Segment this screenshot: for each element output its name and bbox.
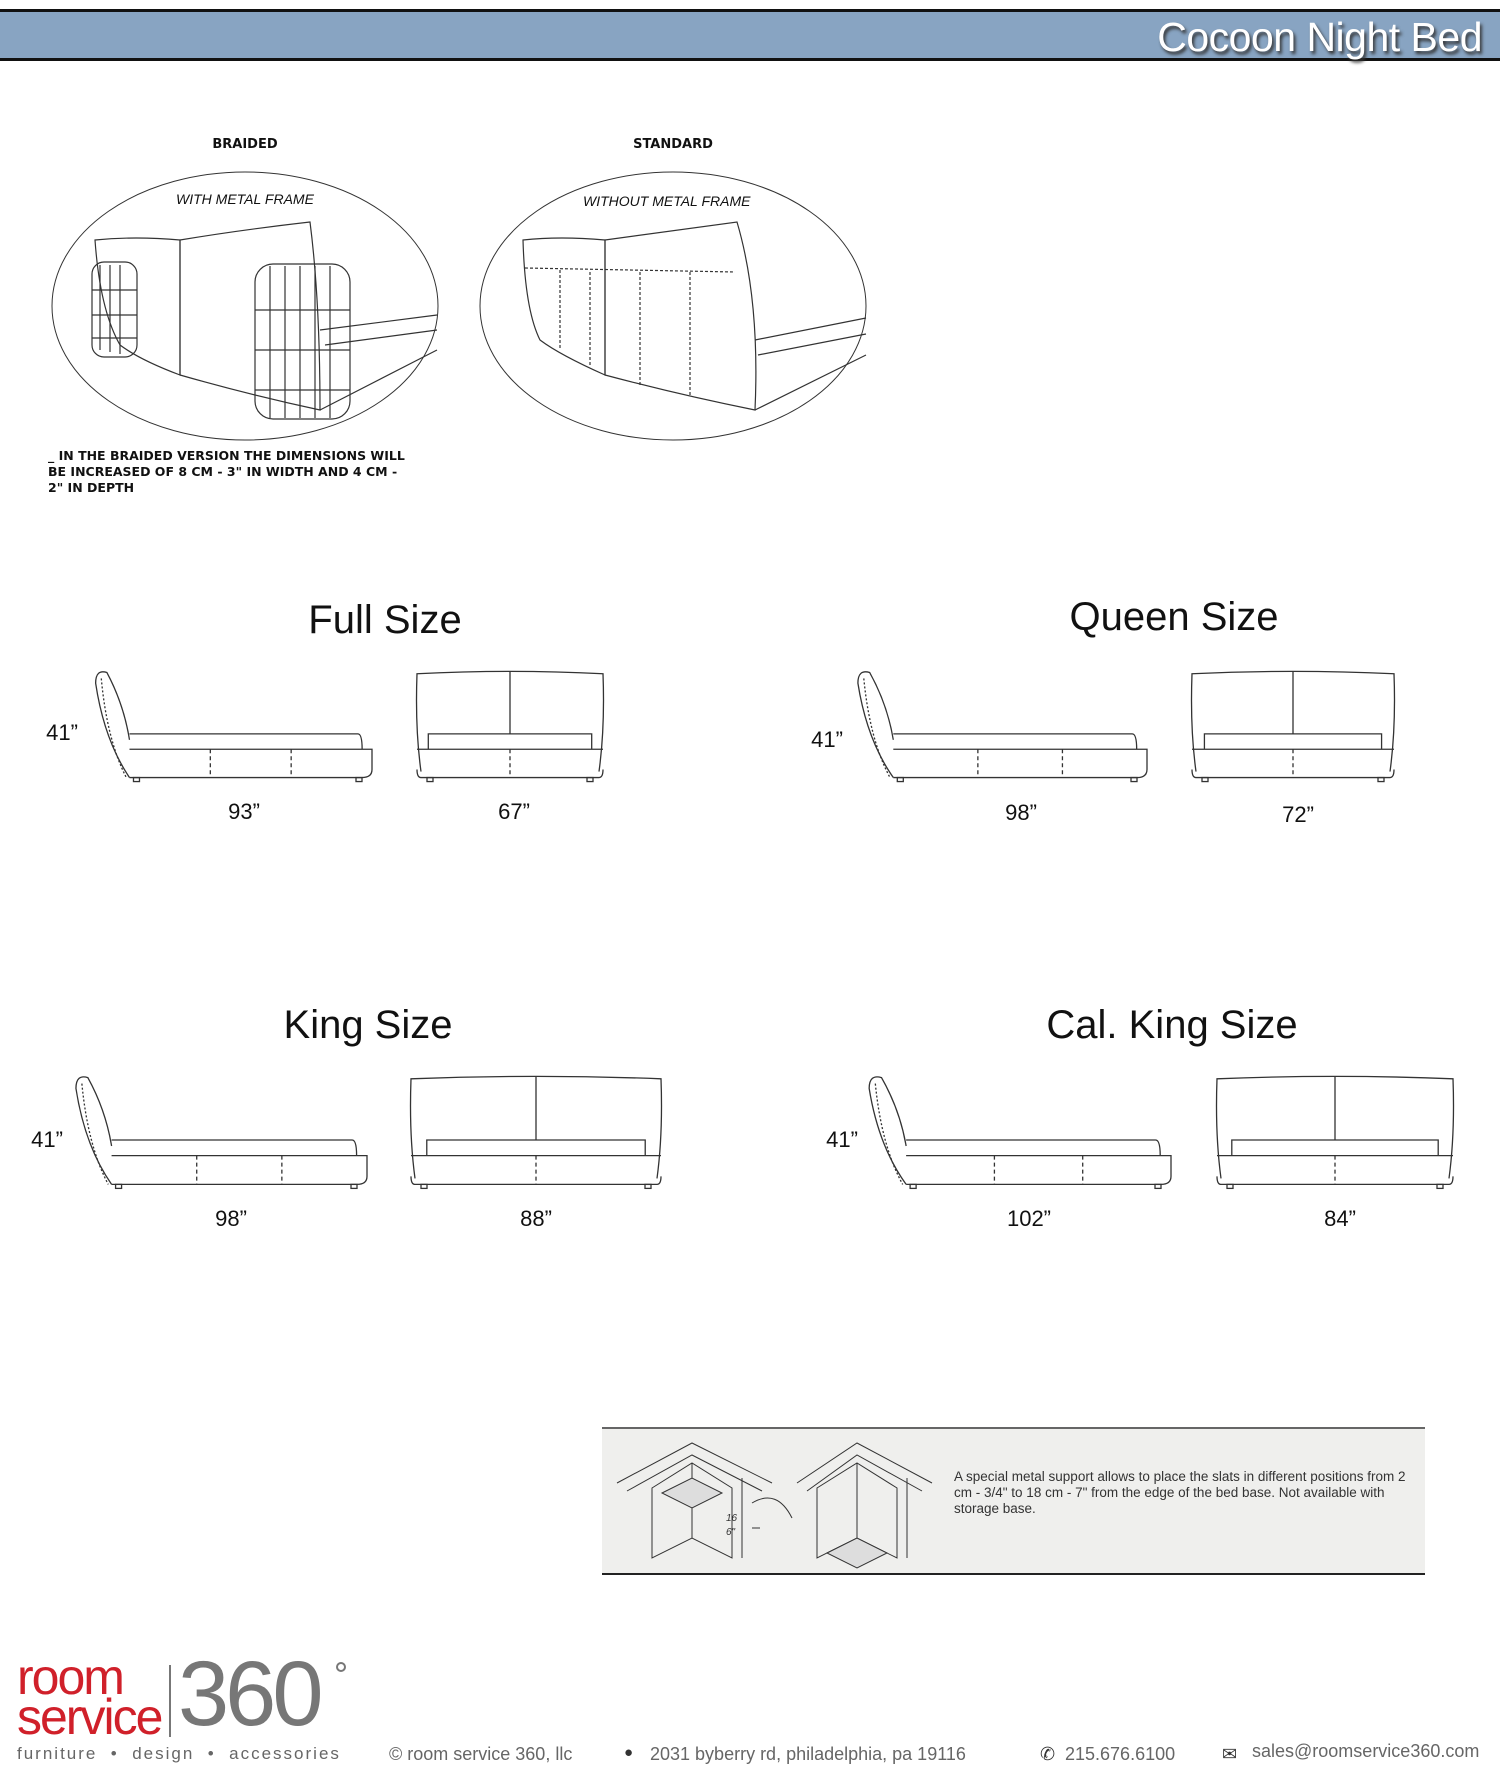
queen-height-dim: 41” bbox=[811, 727, 843, 752]
full-height-dim: 41” bbox=[46, 720, 78, 745]
bed-drawing bbox=[857, 671, 1148, 783]
king-height-dim: 41” bbox=[31, 1127, 63, 1152]
cal-king-front-view bbox=[1215, 1074, 1455, 1194]
full-width-dim: 67” bbox=[498, 799, 530, 824]
metal-support-info: 16 6" A special metal support allows to … bbox=[602, 1427, 1425, 1575]
full-length-dim: 93” bbox=[228, 799, 260, 824]
support-dim-in: 6" bbox=[726, 1527, 736, 1538]
standard-headboard-drawing bbox=[522, 221, 867, 411]
cal-king-size-title: Cal. King Size bbox=[1046, 1003, 1298, 1047]
cal-king-height-dim: 41” bbox=[826, 1127, 858, 1152]
bed-drawing bbox=[868, 1076, 1172, 1190]
support-dim-cm: 16 bbox=[726, 1513, 738, 1524]
bed-drawing bbox=[75, 1076, 368, 1190]
cal-king-side-view bbox=[863, 1074, 1172, 1194]
cal-king-length-dim: 102” bbox=[1006, 1206, 1052, 1231]
page-title: Cocoon Night Bed bbox=[1157, 14, 1482, 60]
logo-tagline: furniture • design • accessories bbox=[17, 1744, 341, 1763]
queen-width-dim: 72” bbox=[1282, 802, 1314, 827]
footer-copyright: © room service 360, llc bbox=[389, 1744, 573, 1764]
logo-service-text: service bbox=[17, 1689, 163, 1745]
braided-headboard-drawing bbox=[91, 221, 438, 420]
king-width-dim: 88” bbox=[520, 1206, 552, 1231]
footer-phone[interactable]: 215.676.6100 bbox=[1065, 1744, 1176, 1764]
bed-drawing bbox=[1190, 670, 1396, 783]
logo-degree-mark bbox=[336, 1662, 346, 1672]
metal-support-diagram: 16 6" bbox=[616, 1442, 933, 1569]
envelope-icon: ✉ bbox=[1222, 1744, 1238, 1764]
version-illustrations bbox=[51, 171, 867, 441]
braided-label: BRAIDED bbox=[212, 137, 278, 152]
logo-room-text: room bbox=[17, 1649, 125, 1705]
king-front-view bbox=[409, 1074, 663, 1194]
location-pin-icon: ● bbox=[624, 1744, 634, 1761]
standard-circle bbox=[479, 171, 867, 441]
bed-drawing bbox=[94, 671, 373, 783]
logo-divider bbox=[169, 1665, 171, 1737]
standard-label: STANDARD bbox=[633, 137, 713, 152]
king-size-title: King Size bbox=[283, 1003, 453, 1047]
phone-icon: ✆ bbox=[1040, 1744, 1056, 1764]
cal-king-width-dim: 84” bbox=[1324, 1206, 1356, 1231]
header-bar: Cocoon Night Bed bbox=[0, 9, 1500, 61]
queen-front-view bbox=[1190, 669, 1396, 787]
full-size-title: Full Size bbox=[308, 598, 462, 642]
bed-drawing bbox=[1215, 1075, 1455, 1190]
logo-360: 360 bbox=[178, 1643, 323, 1745]
king-side-view bbox=[70, 1074, 368, 1194]
bed-drawing bbox=[415, 670, 605, 783]
bed-drawing bbox=[409, 1075, 663, 1190]
footer-email[interactable]: sales@roomservice360.com bbox=[1252, 1741, 1480, 1761]
footer-address: 2031 byberry rd, philadelphia, pa 19116 bbox=[650, 1744, 966, 1764]
braided-circle bbox=[51, 171, 439, 441]
queen-size-title: Queen Size bbox=[1069, 595, 1279, 639]
braided-caption: WITH METAL FRAME bbox=[176, 191, 314, 207]
king-length-dim: 98” bbox=[215, 1206, 247, 1231]
full-side-view bbox=[90, 669, 373, 787]
standard-caption: WITHOUT METAL FRAME bbox=[583, 193, 751, 209]
queen-length-dim: 98” bbox=[1005, 800, 1037, 825]
braided-dimension-note: _ IN THE BRAIDED VERSION THE DIMENSIONS … bbox=[48, 448, 405, 495]
metal-support-text: A special metal support allows to place … bbox=[954, 1469, 1406, 1516]
logo-room-service: room service bbox=[17, 1649, 163, 1745]
full-front-view bbox=[415, 669, 605, 787]
queen-side-view bbox=[852, 669, 1148, 787]
